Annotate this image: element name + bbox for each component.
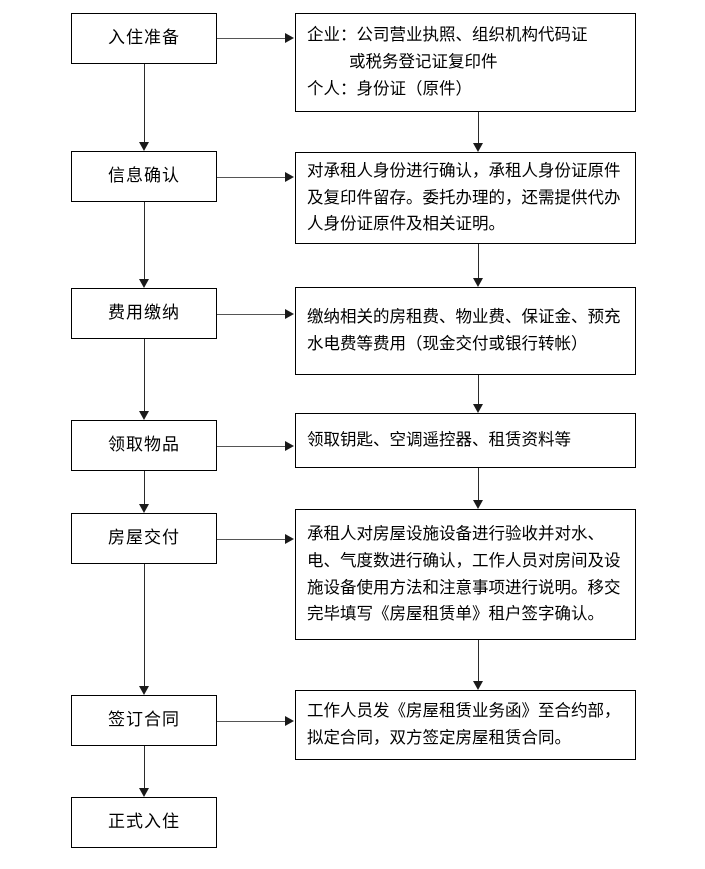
arrowhead-stage4 (139, 411, 149, 420)
connector-stage5-detail5 (217, 539, 285, 540)
stage-label: 签订合同 (108, 710, 180, 731)
detail-node-lingquwupin[interactable]: 领取钥匙、空调遥控器、租赁资料等 (295, 413, 636, 468)
detail-node-feiyongjiaona[interactable]: 缴纳相关的房租费、物业费、保证金、预充水电费等费用（现金交付或银行转帐） (295, 287, 636, 375)
detail-node-xinxiqueren[interactable]: 对承租人身份进行确认，承租人身份证原件及复印件留存。委托办理的，还需提供代办人身… (295, 152, 636, 244)
connector-detail1-detail2 (478, 112, 479, 143)
stage-node-lingquwupin[interactable]: 领取物品 (71, 420, 217, 471)
arrowhead-detail6-top (473, 681, 483, 690)
stage-node-qiandinghetong[interactable]: 签订合同 (71, 695, 217, 746)
detail-node-fangwujiaofu[interactable]: 承租人对房屋设施设备进行验收并对水、电、气度数进行确认，工作人员对房间及设施设备… (295, 509, 636, 640)
arrowhead-stage5 (139, 504, 149, 513)
arrowhead-detail4 (285, 441, 294, 451)
arrowhead-detail1 (285, 33, 294, 43)
arrowhead-stage6 (139, 686, 149, 695)
arrowhead-stage7 (139, 788, 149, 797)
arrowhead-detail2 (285, 172, 294, 182)
connector-stage3-stage4 (144, 339, 145, 411)
arrowhead-detail2-top (473, 143, 483, 152)
detail-text: 缴纳相关的房租费、物业费、保证金、预充水电费等费用（现金交付或银行转帐） (307, 307, 621, 353)
detail-text: 承租人对房屋设施设备进行验收并对水、电、气度数进行确认，工作人员对房间及设施设备… (307, 524, 621, 624)
stage-label: 房屋交付 (108, 528, 180, 549)
connector-stage3-detail3 (217, 314, 285, 315)
stage-node-ruzhuzhunbei[interactable]: 入住准备 (71, 13, 217, 64)
connector-stage6-detail6 (217, 721, 285, 722)
connector-stage4-detail4 (217, 446, 285, 447)
stage-label: 费用缴纳 (108, 303, 180, 324)
connector-stage5-stage6 (144, 564, 145, 686)
arrowhead-detail5 (285, 534, 294, 544)
arrowhead-detail6 (285, 716, 294, 726)
connector-detail5-detail6 (478, 640, 479, 681)
stage-label: 入住准备 (108, 28, 180, 49)
arrowhead-stage2 (139, 142, 149, 151)
stage-node-zhengshiruzhu[interactable]: 正式入住 (71, 797, 217, 848)
arrowhead-detail5-top (473, 500, 483, 509)
stage-node-feiyongjiaona[interactable]: 费用缴纳 (71, 288, 217, 339)
connector-stage1-detail1 (217, 38, 285, 39)
detail-text: 对承租人身份进行确认，承租人身份证原件及复印件留存。委托办理的，还需提供代办人身… (307, 160, 621, 234)
arrowhead-detail3 (285, 309, 294, 319)
connector-stage6-stage7 (144, 746, 145, 788)
arrowhead-detail3-top (473, 278, 483, 287)
detail-node-ruzhuzhunbei[interactable]: 企业：公司营业执照、组织机构代码证 或税务登记证复印件 个人：身份证（原件） (295, 13, 636, 112)
detail-text: 企业：公司营业执照、组织机构代码证 或税务登记证复印件 个人：身份证（原件） (307, 25, 588, 98)
connector-stage2-detail2 (217, 177, 285, 178)
arrowhead-stage3 (139, 279, 149, 288)
connector-detail2-detail3 (478, 244, 479, 278)
connector-stage2-stage3 (144, 202, 145, 279)
connector-detail4-detail5 (478, 468, 479, 500)
connector-stage1-stage2 (144, 64, 145, 142)
stage-label: 领取物品 (108, 435, 180, 456)
detail-text: 领取钥匙、空调遥控器、租赁资料等 (307, 430, 571, 450)
stage-node-xinxiqueren[interactable]: 信息确认 (71, 151, 217, 202)
connector-stage4-stage5 (144, 471, 145, 504)
stage-label: 正式入住 (108, 812, 180, 833)
detail-node-qiandinghetong[interactable]: 工作人员发《房屋租赁业务函》至合约部，拟定合同，双方签定房屋租赁合同。 (295, 690, 636, 760)
detail-text: 工作人员发《房屋租赁业务函》至合约部，拟定合同，双方签定房屋租赁合同。 (307, 701, 621, 747)
stage-label: 信息确认 (108, 166, 180, 187)
connector-detail3-detail4 (478, 375, 479, 404)
stage-node-fangwujiaofu[interactable]: 房屋交付 (71, 513, 217, 564)
arrowhead-detail4-top (473, 404, 483, 413)
